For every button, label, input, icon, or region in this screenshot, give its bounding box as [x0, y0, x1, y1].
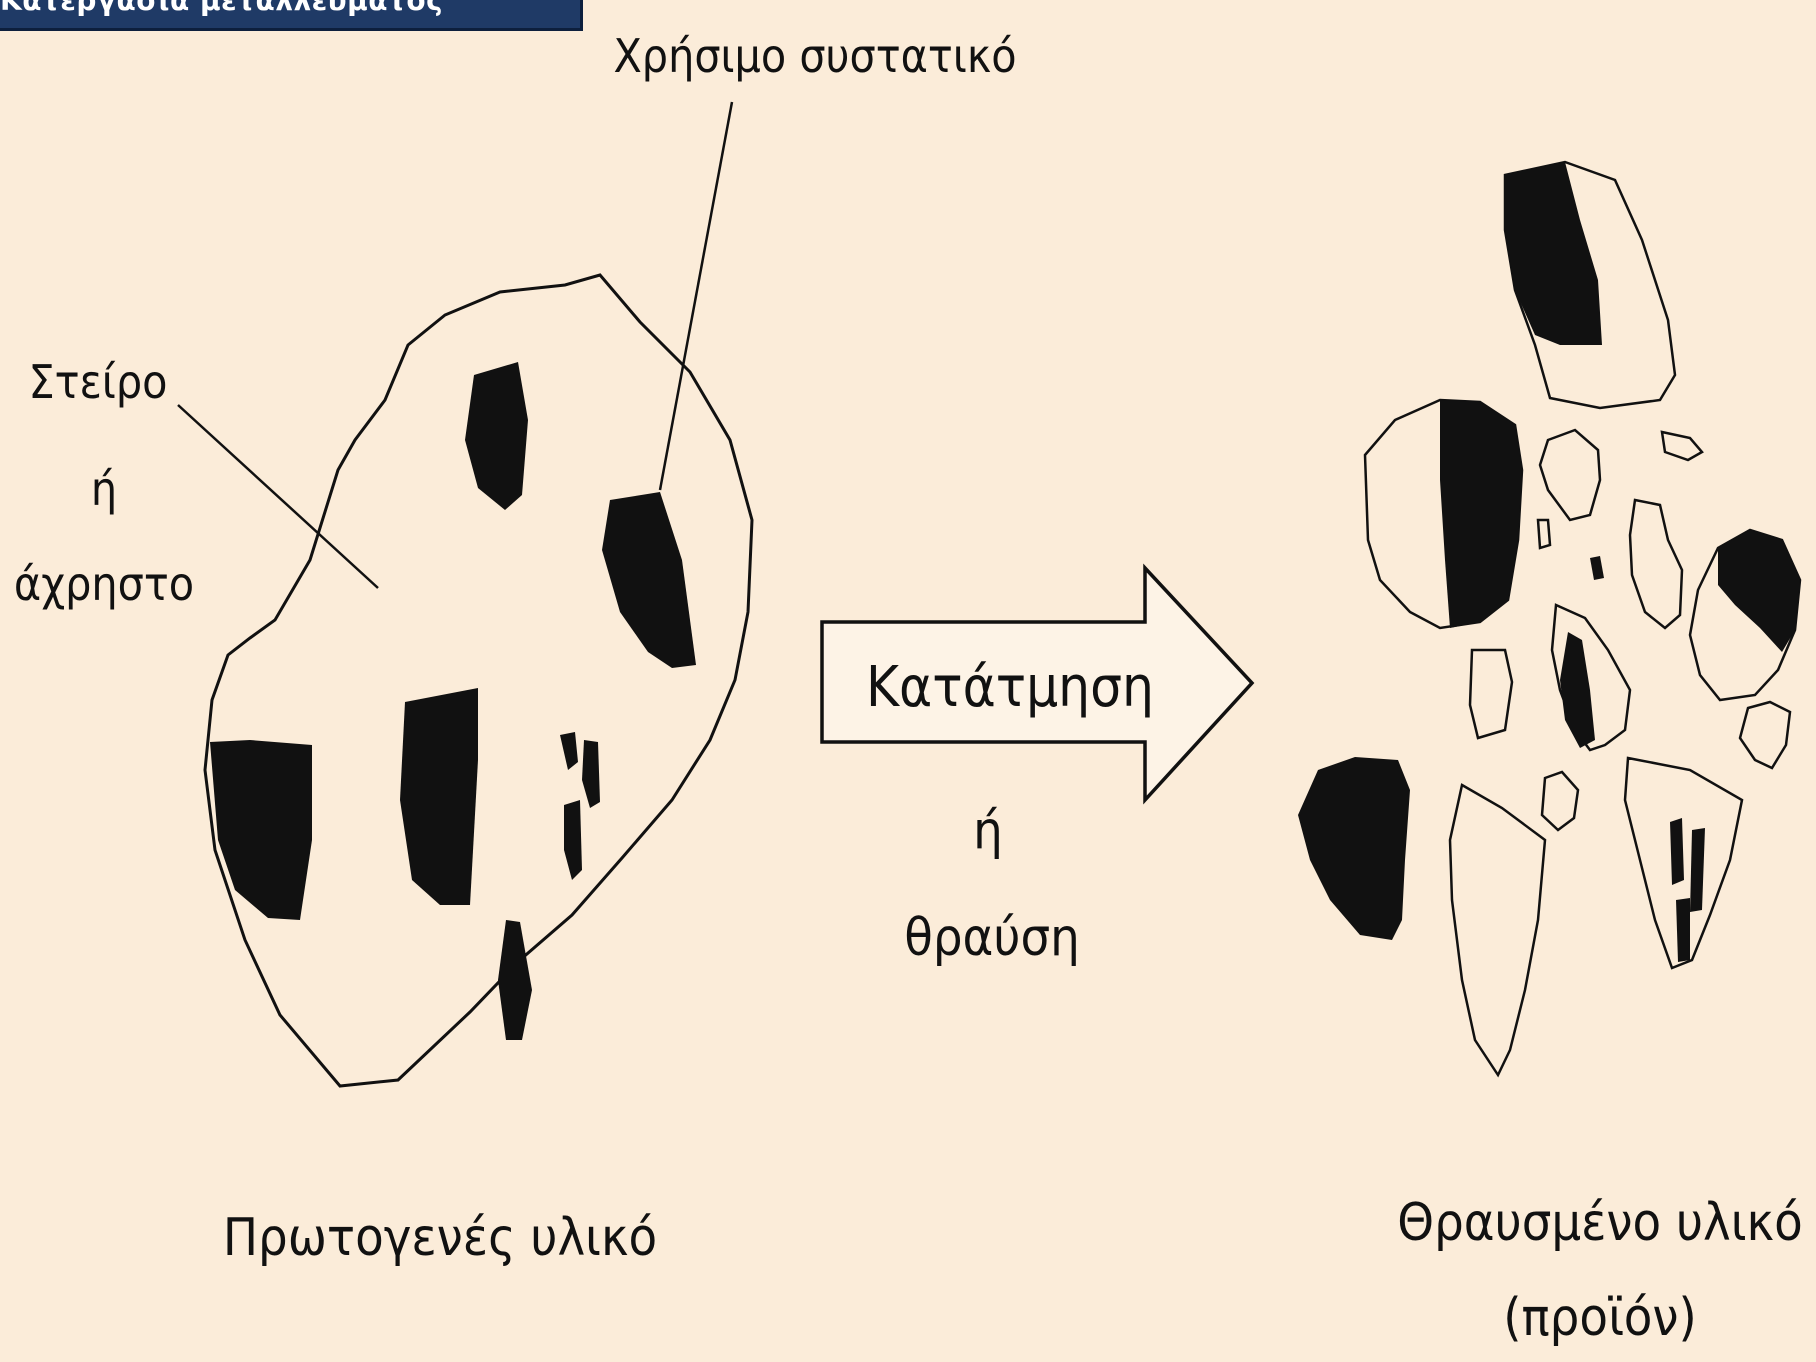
raw-material-label: Πρωτογενές υλικό [223, 1208, 657, 1268]
fragment [1590, 556, 1604, 580]
crushing-arrow: Κατάτμηση [822, 568, 1252, 800]
gangue-label-line3: άχρηστο [14, 557, 194, 611]
useful-grain [498, 920, 532, 1040]
crushed-material-fragments [1298, 162, 1800, 1075]
fragment [1552, 605, 1630, 750]
fragment [1540, 430, 1600, 520]
arrow-label: Κατάτμηση [866, 655, 1154, 720]
fragment [1662, 432, 1702, 460]
useful-component-label: Χρήσιμο συστατικό [613, 29, 1016, 83]
crushed-material-label-line1: Θραυσμένο υλικό [1397, 1193, 1803, 1253]
useful-grain [465, 362, 528, 510]
useful-grain [582, 740, 600, 808]
raw-material-rock [205, 275, 752, 1086]
fracture-label: θραύση [904, 908, 1080, 968]
crushed-material-label-line2: (προϊόν) [1503, 1288, 1697, 1348]
fragment [1505, 162, 1675, 408]
fragment [1298, 757, 1410, 940]
gangue-label-line1: Στείρο [28, 355, 167, 409]
useful-grain [210, 740, 312, 920]
fragment [1538, 520, 1550, 548]
fragment [1450, 785, 1545, 1075]
fragment [1690, 530, 1800, 700]
fragment [1625, 758, 1742, 968]
gangue-leader-line [178, 405, 378, 588]
fragment [1365, 400, 1522, 628]
useful-grain [560, 732, 578, 770]
useful-grain [602, 492, 696, 668]
fragment [1740, 702, 1790, 768]
useful-grain [400, 688, 478, 905]
fragment [1542, 772, 1578, 830]
useful-component-leader-line [660, 102, 732, 490]
useful-grain [564, 800, 582, 880]
or-label: ή [973, 801, 1003, 861]
fragment [1630, 500, 1682, 628]
gangue-label-line2: ή [91, 462, 117, 516]
fragment [1470, 650, 1512, 738]
